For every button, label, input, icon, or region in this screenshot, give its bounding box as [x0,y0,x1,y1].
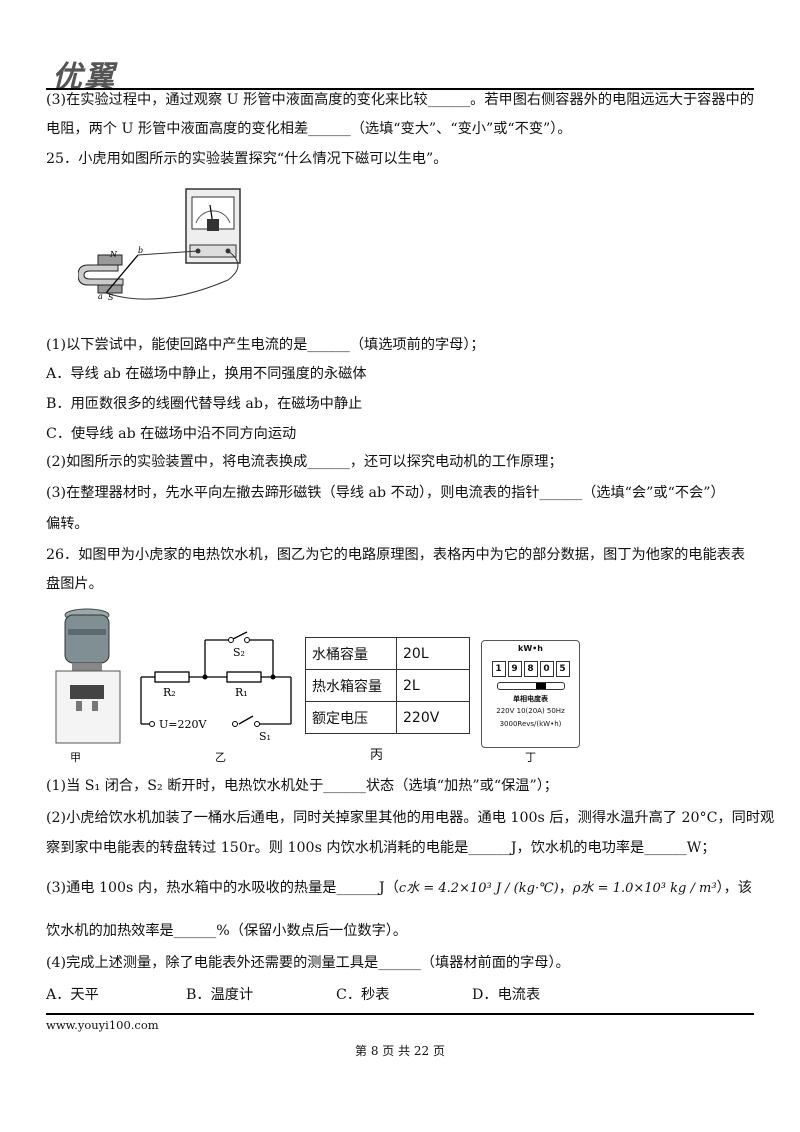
label-a: a [98,292,103,301]
meter-name: 单相电度表 [513,695,548,703]
table-cell-value: 2L [396,669,470,702]
wire-b [137,250,199,256]
q26-part2-line2: 察到家中电能表的转盘转过 150r。则 100s 内饮水机消耗的电能是_____… [46,840,716,856]
caption-bing: 丙 [370,748,384,763]
meter-disc [496,682,565,690]
table-cell-value: 220V [396,701,470,734]
q26-part1: (1)当 S₁ 闭合，S₂ 断开时，电热饮水机处于______状态（选填“加热”… [46,778,558,794]
figure-q25-apparatus: N S a b [78,188,241,302]
table-cell-name: 额定电压 [305,701,397,734]
q25-option-c: C．使导线 ab 在磁场中沿不同方向运动 [46,426,297,442]
formula-specific-heat: c水 = 4.2×10³ J / (kg·℃) [398,881,559,896]
resistor-r1 [226,671,262,683]
q25-option-a: A．导线 ab 在磁场中静止，换用不同强度的永磁体 [46,366,367,382]
meter-unit: kW•h [518,644,543,653]
label-r1: R₁ [235,686,248,699]
q26-part3-line2: 饮水机的加热效率是______%（保留小数点后一位数字）。 [46,923,408,939]
table-row: 额定电压 220V [305,701,470,734]
caption-ding: 丁 [525,751,536,764]
page-number: 第 8 页 共 22 页 [355,1044,445,1058]
label-s1: S₁ [259,730,271,743]
conductor-ab [105,254,139,294]
label-voltage: U=220V [159,718,207,731]
q26-stem-line2: 盘图片。 [46,576,103,592]
q26-choice-a: A．天平 [46,987,99,1003]
wire-a [105,250,239,300]
q24-part3-line1: (3)在实验过程中，通过观察 U 形管中液面高度的变化来比较______。若甲图… [46,92,754,108]
meter-spec: 220V 10(20A) 50Hz [496,707,565,715]
formula-density: ρ水 = 1.0×10³ kg / m³ [572,881,717,896]
q25-option-b: B．用匝数很多的线圈代替导线 ab，在磁场中静止 [46,396,363,412]
figure-jia-dispenser [55,608,121,744]
q25-part1: (1)以下尝试中，能使回路中产生电流的是______（填选项前的字母）； [46,337,485,353]
table-cell-name: 热水箱容量 [305,669,397,702]
q26-part3-sep: ， [558,880,573,896]
resistor-r2 [154,671,190,683]
horseshoe-magnet [78,254,124,294]
q25-stem: 25．小虎用如图所示的实验装置探究“什么情况下磁可以生电”。 [46,151,448,167]
label-n: N [109,250,118,259]
table-row: 热水箱容量 2L [305,669,470,702]
galvanometer [185,188,241,264]
q25-part3: (3)在整理器材时，先水平向左撤去蹄形磁铁（导线 ab 不动），则电流表的指针_… [46,485,725,501]
table-row: 水桶容量 20L [305,637,470,670]
caption-yi: 乙 [215,751,226,764]
q25-part2: (2)如图所示的实验装置中，将电流表换成______，还可以探究电动机的工作原理… [46,454,563,470]
figure-bing-table: 水桶容量 20L 热水箱容量 2L 额定电压 220V [305,637,470,734]
q26-stem-line1: 26．如图甲为小虎家的电热饮水机，图乙为它的电路原理图，表格丙中为它的部分数据，… [46,547,746,563]
meter-revs: 3000Revs/(kW•h) [499,720,562,728]
q26-choice-d: D．电流表 [472,987,541,1003]
table-cell-value: 20L [396,637,470,670]
table-cell-name: 水桶容量 [305,637,397,670]
label-b: b [138,246,143,255]
footer-url: www.youyi100.com [46,1018,159,1032]
label-r2: R₂ [163,686,176,699]
meter-digit: 9 [507,661,522,677]
q25-part3-cont: 偏转。 [46,516,89,532]
label-s: S [108,293,114,302]
q26-choice-b: B．温度计 [186,987,254,1003]
q24-part3-line2: 电阻，两个 U 形管中液面高度的变化相差______（选填“变大”、“变小”或“… [46,121,572,137]
q26-part3-text: (3)通电 100s 内，热水箱中的水吸收的热量是______J（ [46,880,399,896]
q26-part3-line1: (3)通电 100s 内，热水箱中的水吸收的热量是______J（c水 = 4.… [46,878,752,899]
q26-part3-end: ），该 [716,880,752,896]
q26-part4: (4)完成上述测量，除了电能表外还需要的测量工具是______（填器材前面的字母… [46,955,570,971]
caption-jia: 甲 [70,751,81,764]
q26-part2-line1: (2)小虎给饮水机加装了一桶水后通电，同时关掉家里其他的用电器。通电 100s … [46,810,775,826]
header-rule [46,88,754,90]
label-s2: S₂ [233,646,245,659]
meter-digit: 5 [555,661,570,677]
switch-s1 [238,715,254,725]
q26-choice-c: C．秒表 [336,987,390,1003]
figure-yi-circuit: S₂ R₂ R₁ U=220V S₁ [140,631,292,743]
meter-digit: 0 [539,661,554,677]
footer-rule [46,1013,754,1015]
meter-digit: 1 [491,661,506,677]
meter-digit: 8 [523,661,538,677]
